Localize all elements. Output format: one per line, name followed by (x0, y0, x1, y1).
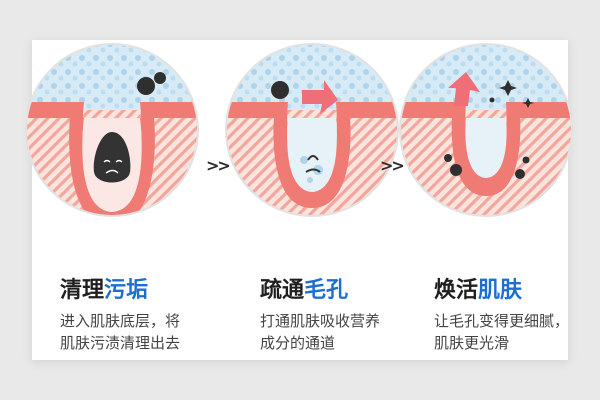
step-title: 焕活肌肤 (434, 278, 523, 303)
pore-illustration-dirty (25, 43, 199, 217)
next-arrow-icon: >> (380, 156, 405, 175)
dirt-blob-icon (93, 132, 131, 183)
sparkle-icon (499, 80, 517, 96)
step-title: 清理污垢 (60, 278, 149, 303)
next-arrow-icon: >> (206, 156, 231, 175)
step-description: 打通肌肤吸收营养 成分的通道 (260, 312, 381, 352)
pink-up-arrow-icon (448, 72, 480, 106)
pore-illustration-refined (399, 43, 573, 217)
pore-illustration-unclogging (225, 43, 399, 217)
step-description: 让毛孔变得更细腻， 肌肤更光滑 (434, 312, 570, 352)
step-description: 进入肌肤底层，将 肌肤污渍清理出去 (60, 312, 181, 352)
pink-down-arrow-icon (302, 80, 338, 114)
step-title: 疏通毛孔 (260, 278, 349, 303)
